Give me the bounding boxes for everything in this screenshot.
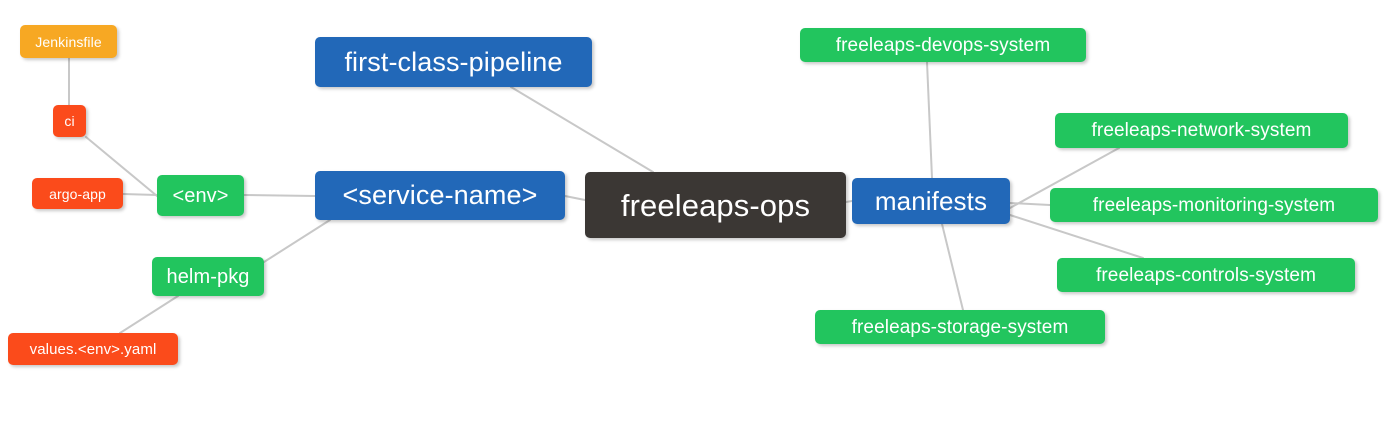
edge-manifests-to-storage-system [941,223,964,311]
mindmap-node-label: ci [64,113,75,129]
mindmap-node-label: freeleaps-devops-system [835,34,1051,56]
mindmap-node-controls-system[interactable]: freeleaps-controls-system [1057,258,1355,292]
mindmap-node-label: first-class-pipeline [344,46,563,77]
mindmap-node-label: freeleaps-network-system [1091,120,1312,141]
mindmap-node-label: <env> [172,184,229,207]
mindmap-node-label: manifests [874,186,988,216]
edge-manifests-to-devops-system [926,61,933,179]
mindmap-node-label: helm-pkg [166,265,250,288]
mindmap-node-storage-system[interactable]: freeleaps-storage-system [815,310,1105,344]
edge-env-to-service-name [243,194,316,197]
mindmap-node-argo-app[interactable]: argo-app [32,178,123,209]
mindmap-node-values-yaml[interactable]: values.<env>.yaml [8,333,178,365]
mindmap-node-label: argo-app [49,185,106,202]
edge-service-name-to-freeleaps-ops [564,195,586,201]
mindmap-node-label: freeleaps-storage-system [851,316,1069,338]
mindmap-node-manifests[interactable]: manifests [852,178,1010,224]
mindmap-node-env[interactable]: <env> [157,175,244,216]
mindmap-node-label: freeleaps-monitoring-system [1092,194,1336,216]
edge-service-name-to-helm-pkg [263,219,331,263]
mindmap-node-label: values.<env>.yaml [29,340,157,358]
mindmap-node-first-class-pipeline[interactable]: first-class-pipeline [315,37,592,87]
edge-argo-app-to-env [122,193,158,196]
mindmap-node-ci[interactable]: ci [53,105,86,137]
mindmap-node-label: <service-name> [342,180,538,210]
mindmap-node-service-name[interactable]: <service-name> [315,171,565,220]
mindmap-node-label: freeleaps-ops [620,187,811,223]
mindmap-node-monitoring-system[interactable]: freeleaps-monitoring-system [1050,188,1378,222]
mindmap-node-jenkinsfile[interactable]: Jenkinsfile [20,25,117,58]
edge-helm-pkg-to-values-yaml [119,295,179,334]
mindmap-node-label: freeleaps-controls-system [1095,264,1317,286]
edge-manifests-to-monitoring-system [1009,202,1051,206]
edge-first-class-pipeline-to-freeleaps-ops [510,86,654,173]
mindmap-node-freeleaps-ops[interactable]: freeleaps-ops [585,172,846,238]
mindmap-node-network-system[interactable]: freeleaps-network-system [1055,113,1348,148]
mindmap-node-label: Jenkinsfile [35,33,102,50]
mindmap-node-devops-system[interactable]: freeleaps-devops-system [800,28,1086,62]
mindmap-node-helm-pkg[interactable]: helm-pkg [152,257,264,296]
